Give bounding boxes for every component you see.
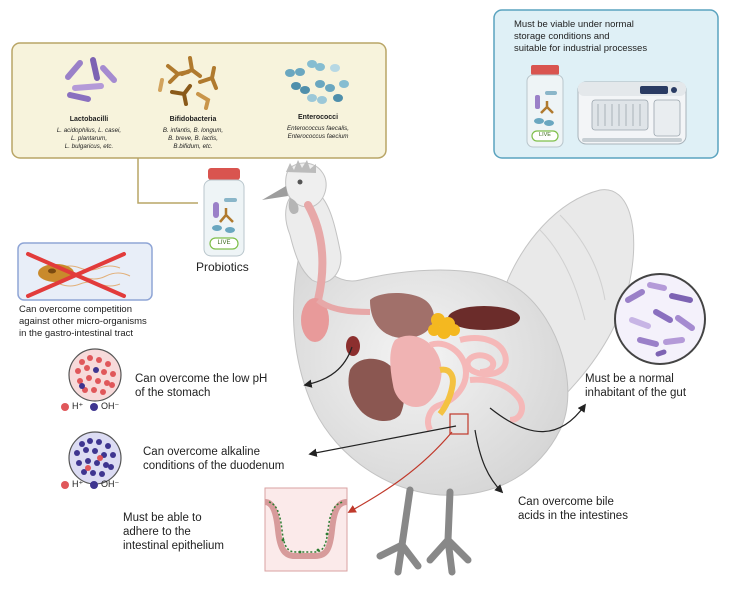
species-line: B.bifidum, etc. [173, 143, 213, 150]
crossed-bacterium-icon [26, 252, 131, 298]
species-line: L. acidophilus, L. casei, [56, 127, 122, 134]
probiotics-label: Probiotics [196, 260, 249, 274]
proton-label: H⁺ [72, 479, 84, 489]
panel-connector [137, 158, 198, 204]
epithelium-line: Must be able to [123, 512, 202, 524]
species-line: Enterococcus faecium [287, 133, 349, 140]
bile-line: Can overcome bile [518, 496, 614, 508]
species-line: B. infantis, B. longum, [162, 127, 224, 134]
hydroxide-label: OH⁻ [101, 401, 120, 411]
competition-line: in the gastro-intestinal tract [19, 328, 134, 339]
stomach-text: Can overcome the low pH of the stomach [135, 372, 295, 400]
duodenum-text: Can overcome alkaline conditions of the … [143, 445, 313, 473]
enterococci-title: Enterococci [297, 114, 339, 121]
bifidobacteria-species: B. infantis, B. longum, B. breve, B. lac… [138, 127, 248, 151]
competition-line: against other micro-organisms [19, 316, 147, 327]
probiotics-jar-label: LIVE [217, 240, 231, 246]
bifidobacteria-title: Bifidobacteria [169, 116, 217, 123]
lactobacilli-title: Lactobacilli [69, 116, 109, 123]
epithelium-text: Must be able to adhere to the intestinal… [123, 511, 263, 553]
freeze-dryer-icon [577, 81, 687, 145]
probiotics-jar [203, 168, 245, 257]
stomach-line: Can overcome the low pH [135, 373, 268, 385]
storage-jar-label: LIVE [539, 132, 551, 138]
bifidobacteria-icon [158, 56, 218, 110]
probiotic-jar-icon [526, 65, 564, 148]
digestive-tract [301, 201, 525, 435]
stomach-line: of the stomach [135, 387, 211, 399]
duodenum-line: conditions of the duodenum [143, 460, 285, 472]
magnified-bacteria-icon [614, 273, 706, 365]
competition-line: Can overcome competition [19, 304, 132, 315]
storage-text: Must be viable under normal storage cond… [514, 19, 714, 55]
alkaline-ph-icon [61, 431, 122, 489]
species-line: B. breve, B. lactis, [168, 135, 218, 142]
duodenum-line: Can overcome alkaline [143, 446, 260, 458]
gut-line: inhabitant of the gut [585, 387, 687, 399]
lactobacilli-icon [65, 57, 117, 102]
intestinal-villus-icon [264, 487, 348, 572]
acid-ph-icon [61, 348, 122, 411]
storage-line: Must be viable under normal [514, 19, 634, 30]
hydroxide-label: OH⁻ [101, 479, 120, 489]
species-line: L. plantarum, [70, 135, 108, 142]
proton-label: H⁺ [72, 401, 84, 411]
epithelium-line: adhere to the [123, 526, 191, 538]
lactobacilli-species: L. acidophilus, L. casei, L. plantarum, … [34, 127, 144, 151]
enterococci-icon [285, 60, 349, 104]
storage-line: suitable for industrial processes [514, 43, 648, 54]
gut-text: Must be a normal inhabitant of the gut [585, 372, 725, 400]
storage-line: storage conditions and [514, 31, 610, 42]
species-line: Enterococcus faecalis, [287, 125, 349, 132]
competition-text: Can overcome competition against other m… [19, 304, 179, 340]
arrows [303, 346, 586, 513]
epithelium-line: intestinal epithelium [123, 540, 225, 552]
bile-line: acids in the intestines [518, 510, 628, 522]
enterococci-species: Enterococcus faecalis, Enterococcus faec… [263, 125, 373, 141]
species-line: L. bulgaricus, etc. [64, 143, 114, 150]
bile-text: Can overcome bile acids in the intestine… [518, 495, 658, 523]
gut-line: Must be a normal [585, 373, 674, 385]
